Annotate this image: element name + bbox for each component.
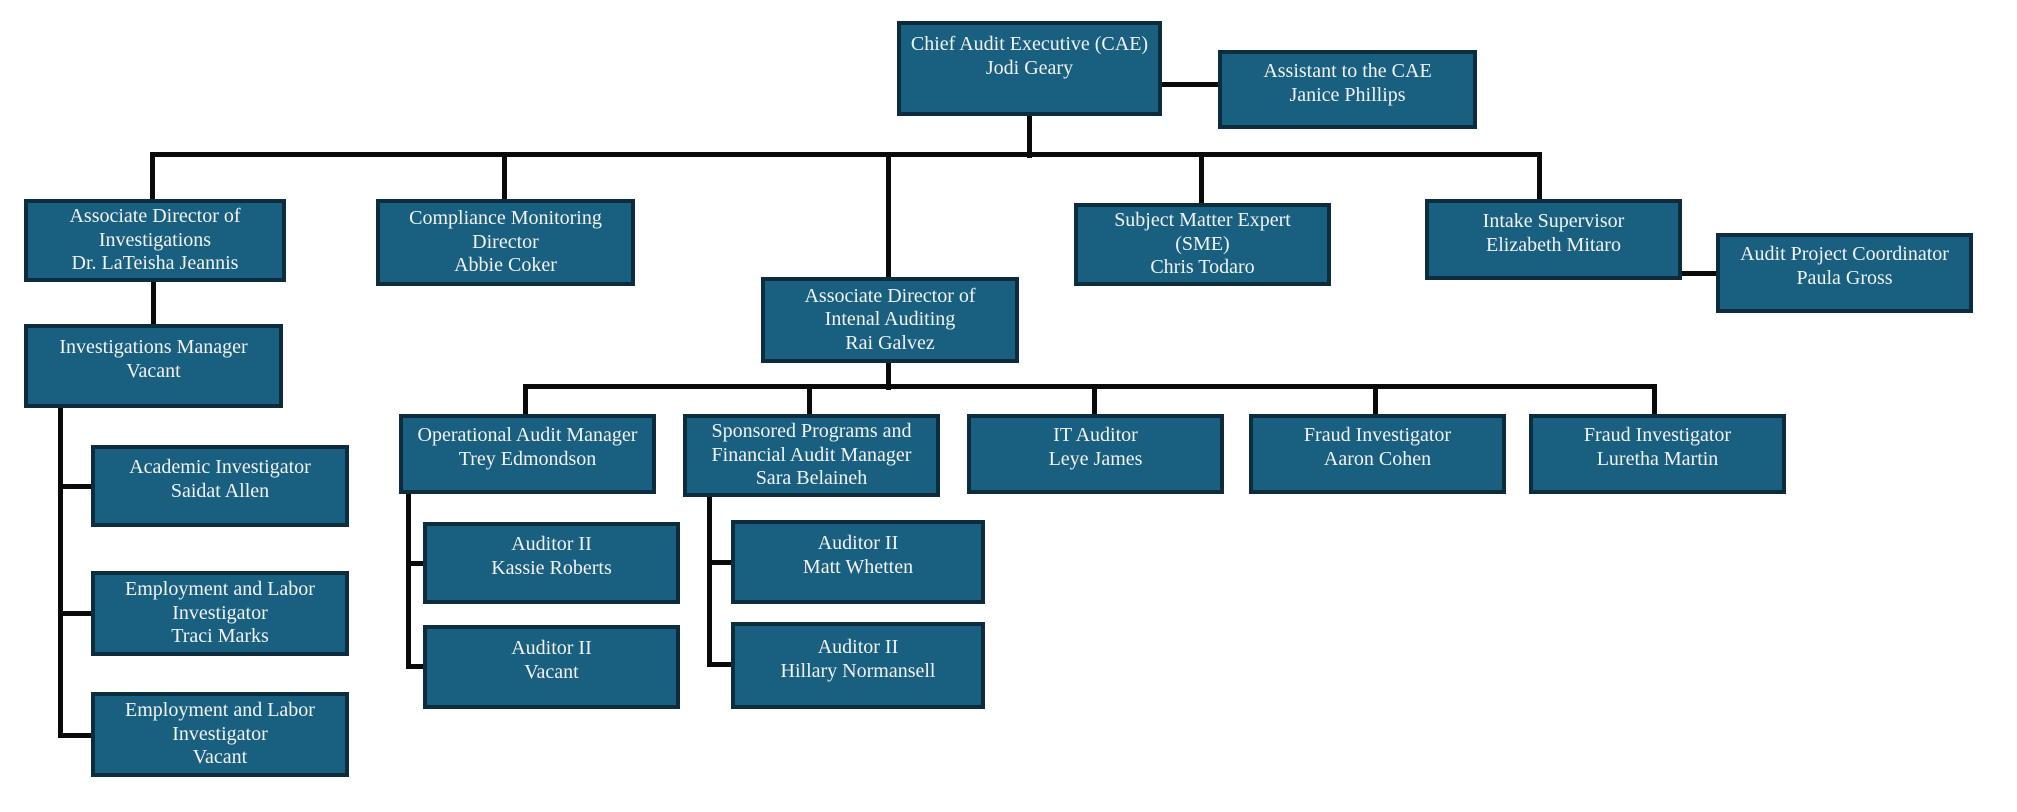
person-name: Dr. LaTeisha Jeannis: [71, 252, 239, 275]
org-node-assistant: Assistant to the CAE Janice Phillips: [1218, 50, 1477, 129]
connector-stub-auditor-3: [707, 560, 734, 565]
connector-drop-it-auditor: [1092, 384, 1097, 418]
person-name: Trey Edmondson: [458, 448, 597, 470]
org-node-investigations-manager: Investigations Manager Vacant: [24, 324, 283, 408]
connector-stub-auditor-4: [707, 662, 734, 667]
org-node-operational-audit-manager: Operational Audit Manager Trey Edmondson: [399, 414, 656, 494]
role-title: Auditor II: [511, 533, 592, 556]
role-title: Intake Supervisor: [1482, 209, 1625, 232]
role-title: Employment and Labor Investigator: [125, 578, 315, 624]
person-name: Vacant: [192, 746, 248, 769]
person-name: Saidat Allen: [170, 480, 270, 502]
org-node-fraud-investigator-2: Fraud Investigator Luretha Martin: [1529, 414, 1786, 494]
connector-investigations-manager: [151, 280, 156, 328]
org-node-subject-matter-expert: Subject Matter Expert (SME) Chris Todaro: [1074, 203, 1331, 286]
connector-drop-internal-auditing: [886, 152, 891, 280]
org-node-audit-project-coordinator: Audit Project Coordinator Paula Gross: [1716, 233, 1973, 313]
role-title: Auditor II: [817, 532, 899, 555]
connector-drop-investigations: [150, 152, 155, 202]
org-node-auditor-ii-hillary: Auditor II Hillary Normansell: [731, 622, 985, 709]
role-title: Fraud Investigator: [1303, 424, 1452, 447]
person-name: Janice Phillips: [1289, 83, 1406, 106]
connector-stub-auditor-2: [406, 664, 426, 669]
role-title: Academic Investigator: [129, 456, 311, 479]
org-node-cae: Chief Audit Executive (CAE) Jodi Geary: [897, 21, 1162, 116]
role-title: Compliance Monitoring Director: [409, 207, 602, 253]
person-name: Elizabeth Mitaro: [1486, 233, 1621, 256]
person-name: Aaron Cohen: [1323, 448, 1432, 470]
connector-cae-drop: [1027, 112, 1032, 158]
person-name: Luretha Martin: [1596, 448, 1719, 470]
org-node-compliance-monitoring-director: Compliance Monitoring Director Abbie Cok…: [376, 199, 635, 286]
org-node-fraud-investigator-1: Fraud Investigator Aaron Cohen: [1249, 414, 1506, 494]
person-name: Jodi Geary: [985, 56, 1074, 79]
connector-drop-compliance: [502, 152, 507, 202]
person-name: Chris Todaro: [1150, 256, 1255, 279]
connector-stub-employment-2: [58, 733, 94, 738]
role-title: Audit Project Coordinator: [1740, 243, 1949, 266]
person-name: Traci Marks: [171, 625, 269, 648]
org-node-academic-investigator: Academic Investigator Saidat Allen: [91, 445, 349, 527]
org-node-employment-labor-investigator-1: Employment and Labor Investigator Traci …: [91, 571, 349, 656]
role-title: Auditor II: [511, 637, 592, 660]
role-title: Auditor II: [817, 635, 899, 658]
person-name: Sara Belaineh: [755, 467, 868, 490]
person-name: Hillary Normansell: [780, 659, 936, 682]
connector-operational-spine: [406, 492, 411, 669]
connector-bus-level2: [523, 384, 1657, 389]
org-node-it-auditor: IT Auditor Leye James: [967, 414, 1224, 494]
role-title: Operational Audit Manager: [417, 424, 638, 447]
person-name: Rai Galvez: [845, 331, 935, 354]
org-node-assoc-dir-investigations: Associate Director of Investigations Dr.…: [24, 199, 286, 282]
connector-drop-fraud-2: [1652, 384, 1657, 418]
role-title: Associate Director of Intenal Auditing: [804, 284, 976, 331]
connector-bus-level1: [150, 152, 1542, 157]
org-node-intake-supervisor: Intake Supervisor Elizabeth Mitaro: [1425, 199, 1682, 280]
role-title: IT Auditor: [1053, 424, 1138, 447]
org-node-sponsored-programs-manager: Sponsored Programs and Financial Audit M…: [683, 414, 940, 497]
role-title: Fraud Investigator: [1583, 424, 1732, 447]
connector-intake-coordinator: [1680, 271, 1720, 276]
connector-sponsored-spine: [707, 495, 712, 665]
role-title: Employment and Labor Investigator: [125, 699, 315, 745]
connector-stub-academic: [58, 484, 94, 489]
person-name: Abbie Coker: [454, 254, 557, 277]
org-node-auditor-ii-vacant: Auditor II Vacant: [423, 625, 680, 709]
person-name: Vacant: [524, 661, 579, 683]
connector-drop-fraud-1: [1373, 384, 1378, 418]
role-title: Investigations Manager: [59, 336, 248, 359]
person-name: Kassie Roberts: [491, 557, 612, 579]
role-title: Chief Audit Executive (CAE): [910, 32, 1149, 55]
connector-investigations-spine: [58, 406, 63, 738]
connector-stub-auditor-1: [406, 561, 426, 566]
person-name: Paula Gross: [1796, 267, 1893, 289]
role-title: Assistant to the CAE: [1263, 59, 1432, 82]
connector-cae-assistant: [1160, 82, 1220, 87]
role-title: Sponsored Programs and Financial Audit M…: [711, 420, 912, 466]
connector-drop-operational: [523, 384, 528, 418]
role-title: Associate Director of Investigations: [69, 205, 241, 251]
person-name: Vacant: [126, 360, 181, 382]
org-node-auditor-ii-matt: Auditor II Matt Whetten: [731, 520, 985, 604]
connector-drop-intake: [1537, 152, 1542, 202]
connector-drop-sme: [1199, 152, 1204, 206]
connector-stub-employment-1: [58, 611, 94, 616]
org-node-employment-labor-investigator-2: Employment and Labor Investigator Vacant: [91, 692, 349, 777]
person-name: Leye James: [1048, 448, 1143, 470]
person-name: Matt Whetten: [802, 556, 914, 578]
role-title: Subject Matter Expert (SME): [1114, 209, 1291, 255]
connector-drop-sponsored: [807, 384, 812, 418]
org-node-assoc-dir-internal-auditing: Associate Director of Intenal Auditing R…: [761, 277, 1019, 363]
connector-internal-auditing-drop: [886, 360, 891, 390]
org-node-auditor-ii-kassie: Auditor II Kassie Roberts: [423, 522, 680, 604]
